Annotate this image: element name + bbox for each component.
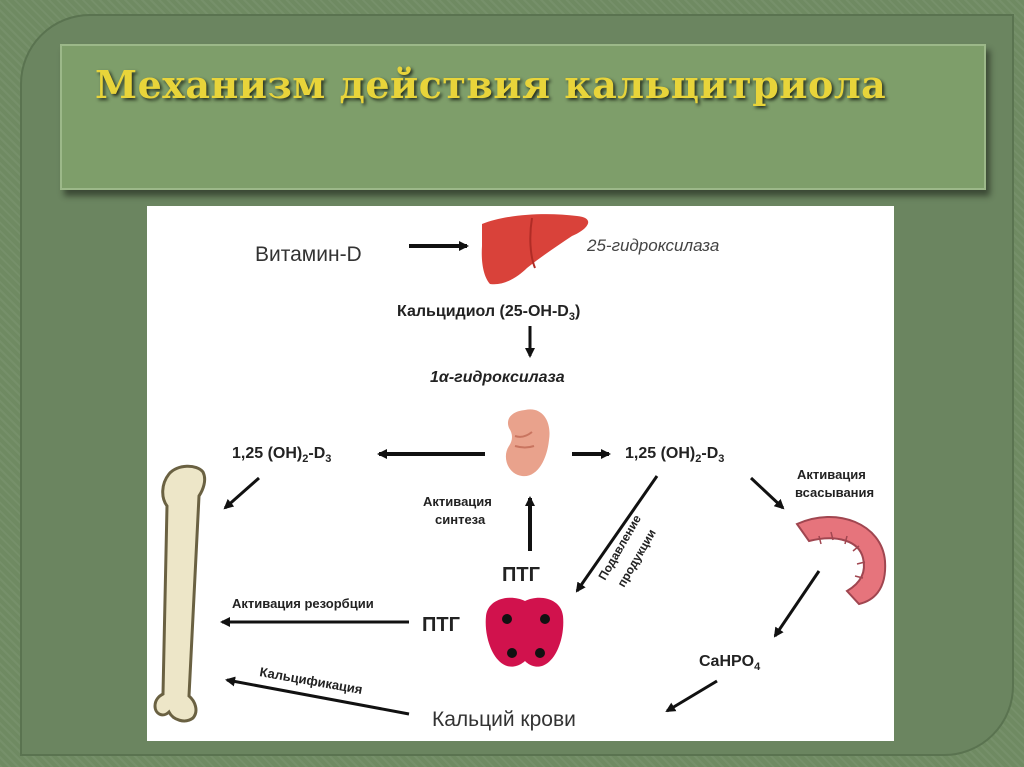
- arrow-cahpo-to-blood: [667, 681, 717, 711]
- activation-synthesis-label-2: синтеза: [435, 512, 486, 527]
- activation-synthesis-label-1: Активация: [423, 494, 492, 509]
- cahpo4-label: CaHPO4: [699, 653, 761, 673]
- vitamin-d-label: Витамин-D: [255, 243, 362, 266]
- calcidiol-label: Кальцидиол (25-ОН-D3): [397, 303, 580, 323]
- calcification-label: Кальцификация: [258, 664, 363, 697]
- blood-calcium-label: Кальций крови: [432, 708, 576, 731]
- parathyroid-icon: [486, 598, 564, 667]
- slide-title: Механизм действия кальцитриола: [95, 62, 975, 107]
- kidney-icon: [506, 409, 550, 476]
- calcitriol-right-label: 1,25 (ОН)2-D3: [625, 445, 724, 465]
- hydroxylase-1a-label: 1α-гидроксилаза: [430, 369, 565, 386]
- arrow-calcitriol-to-bone: [225, 478, 259, 508]
- calcitriol-left-label: 1,25 (ОН)2-D3: [232, 445, 331, 465]
- arrow-calcitriol-to-intestine: [751, 478, 783, 508]
- ptg-lower-label: ПТГ: [422, 614, 460, 636]
- arrow-intestine-to-cahpo: [775, 571, 819, 636]
- calcitriol-diagram: Витамин-D 25-гидроксилаза Кальцидиол (25…: [147, 206, 894, 741]
- bone-icon: [155, 466, 205, 721]
- activation-absorption-label-2: всасывания: [795, 485, 874, 500]
- hydroxylase-25-label: 25-гидроксилаза: [586, 236, 719, 255]
- ptg-upper-label: ПТГ: [502, 564, 540, 586]
- intestine-icon: [797, 517, 885, 604]
- activation-resorption-label: Активация резорбции: [232, 596, 374, 611]
- liver-icon: [482, 214, 588, 284]
- activation-absorption-label-1: Активация: [797, 467, 866, 482]
